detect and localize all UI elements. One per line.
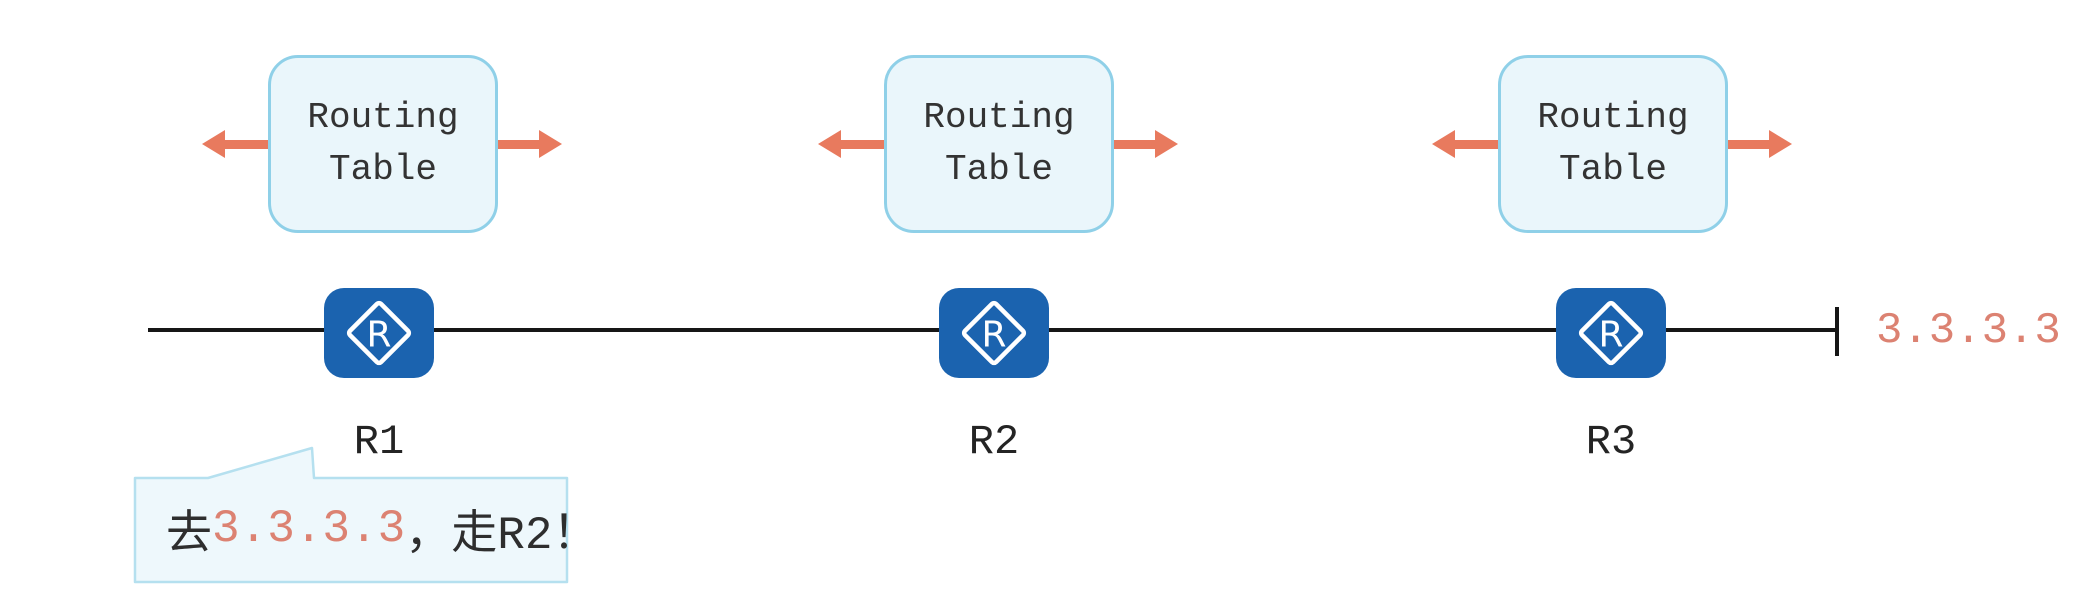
router-icon-r3: R [1556,288,1666,378]
routing-table-label-line1: Routing [307,96,459,138]
router-label-r3: R3 [1585,418,1637,466]
arrow-right-head-icon [1155,130,1178,158]
arrow-right-head-icon [1769,130,1792,158]
link-end-tick [1835,307,1839,356]
routing-table-box-r2: Routing Table [884,55,1114,233]
arrow-shaft [225,139,268,149]
arrow-shaft [841,139,884,149]
router-icon-r1: R [324,288,434,378]
arrow-right-icon [1114,130,1178,158]
arrow-left-head-icon [202,130,225,158]
router-letter: R [1598,315,1623,356]
arrow-left-icon [1432,130,1498,158]
arrow-shaft [498,139,539,149]
arrow-shaft [1455,139,1498,149]
routing-table-label-line2: Table [328,149,438,190]
routing-table-label-line1: Routing [1537,96,1689,138]
routing-table-label-line2: Table [944,149,1054,190]
callout-highlight-address: 3.3.3.3 [212,503,406,555]
arrow-left-icon [818,130,884,158]
callout-bubble [133,446,569,584]
router-letter: R [366,315,391,356]
routing-table-box-r3: Routing Table [1498,55,1728,233]
router-icon-r2: R [939,288,1049,378]
arrow-shaft [1114,139,1155,149]
callout-suffix: ，走R2！ [405,510,599,562]
arrow-left-icon [202,130,268,158]
arrow-shaft [1728,139,1769,149]
arrow-left-head-icon [1432,130,1455,158]
arrow-right-head-icon [539,130,562,158]
arrow-left-head-icon [818,130,841,158]
destination-address-label: 3.3.3.3 [1876,306,2061,356]
router-label-r2: R2 [968,418,1020,466]
routing-table-label-line1: Routing [923,96,1075,138]
arrow-right-icon [1728,130,1792,158]
callout-prefix: 去 [166,510,212,562]
routing-table-box-r1: Routing Table [268,55,498,233]
router-label-r1: R1 [353,418,405,466]
arrow-right-icon [498,130,562,158]
router-letter: R [981,315,1006,356]
routing-table-label-line2: Table [1558,149,1668,190]
